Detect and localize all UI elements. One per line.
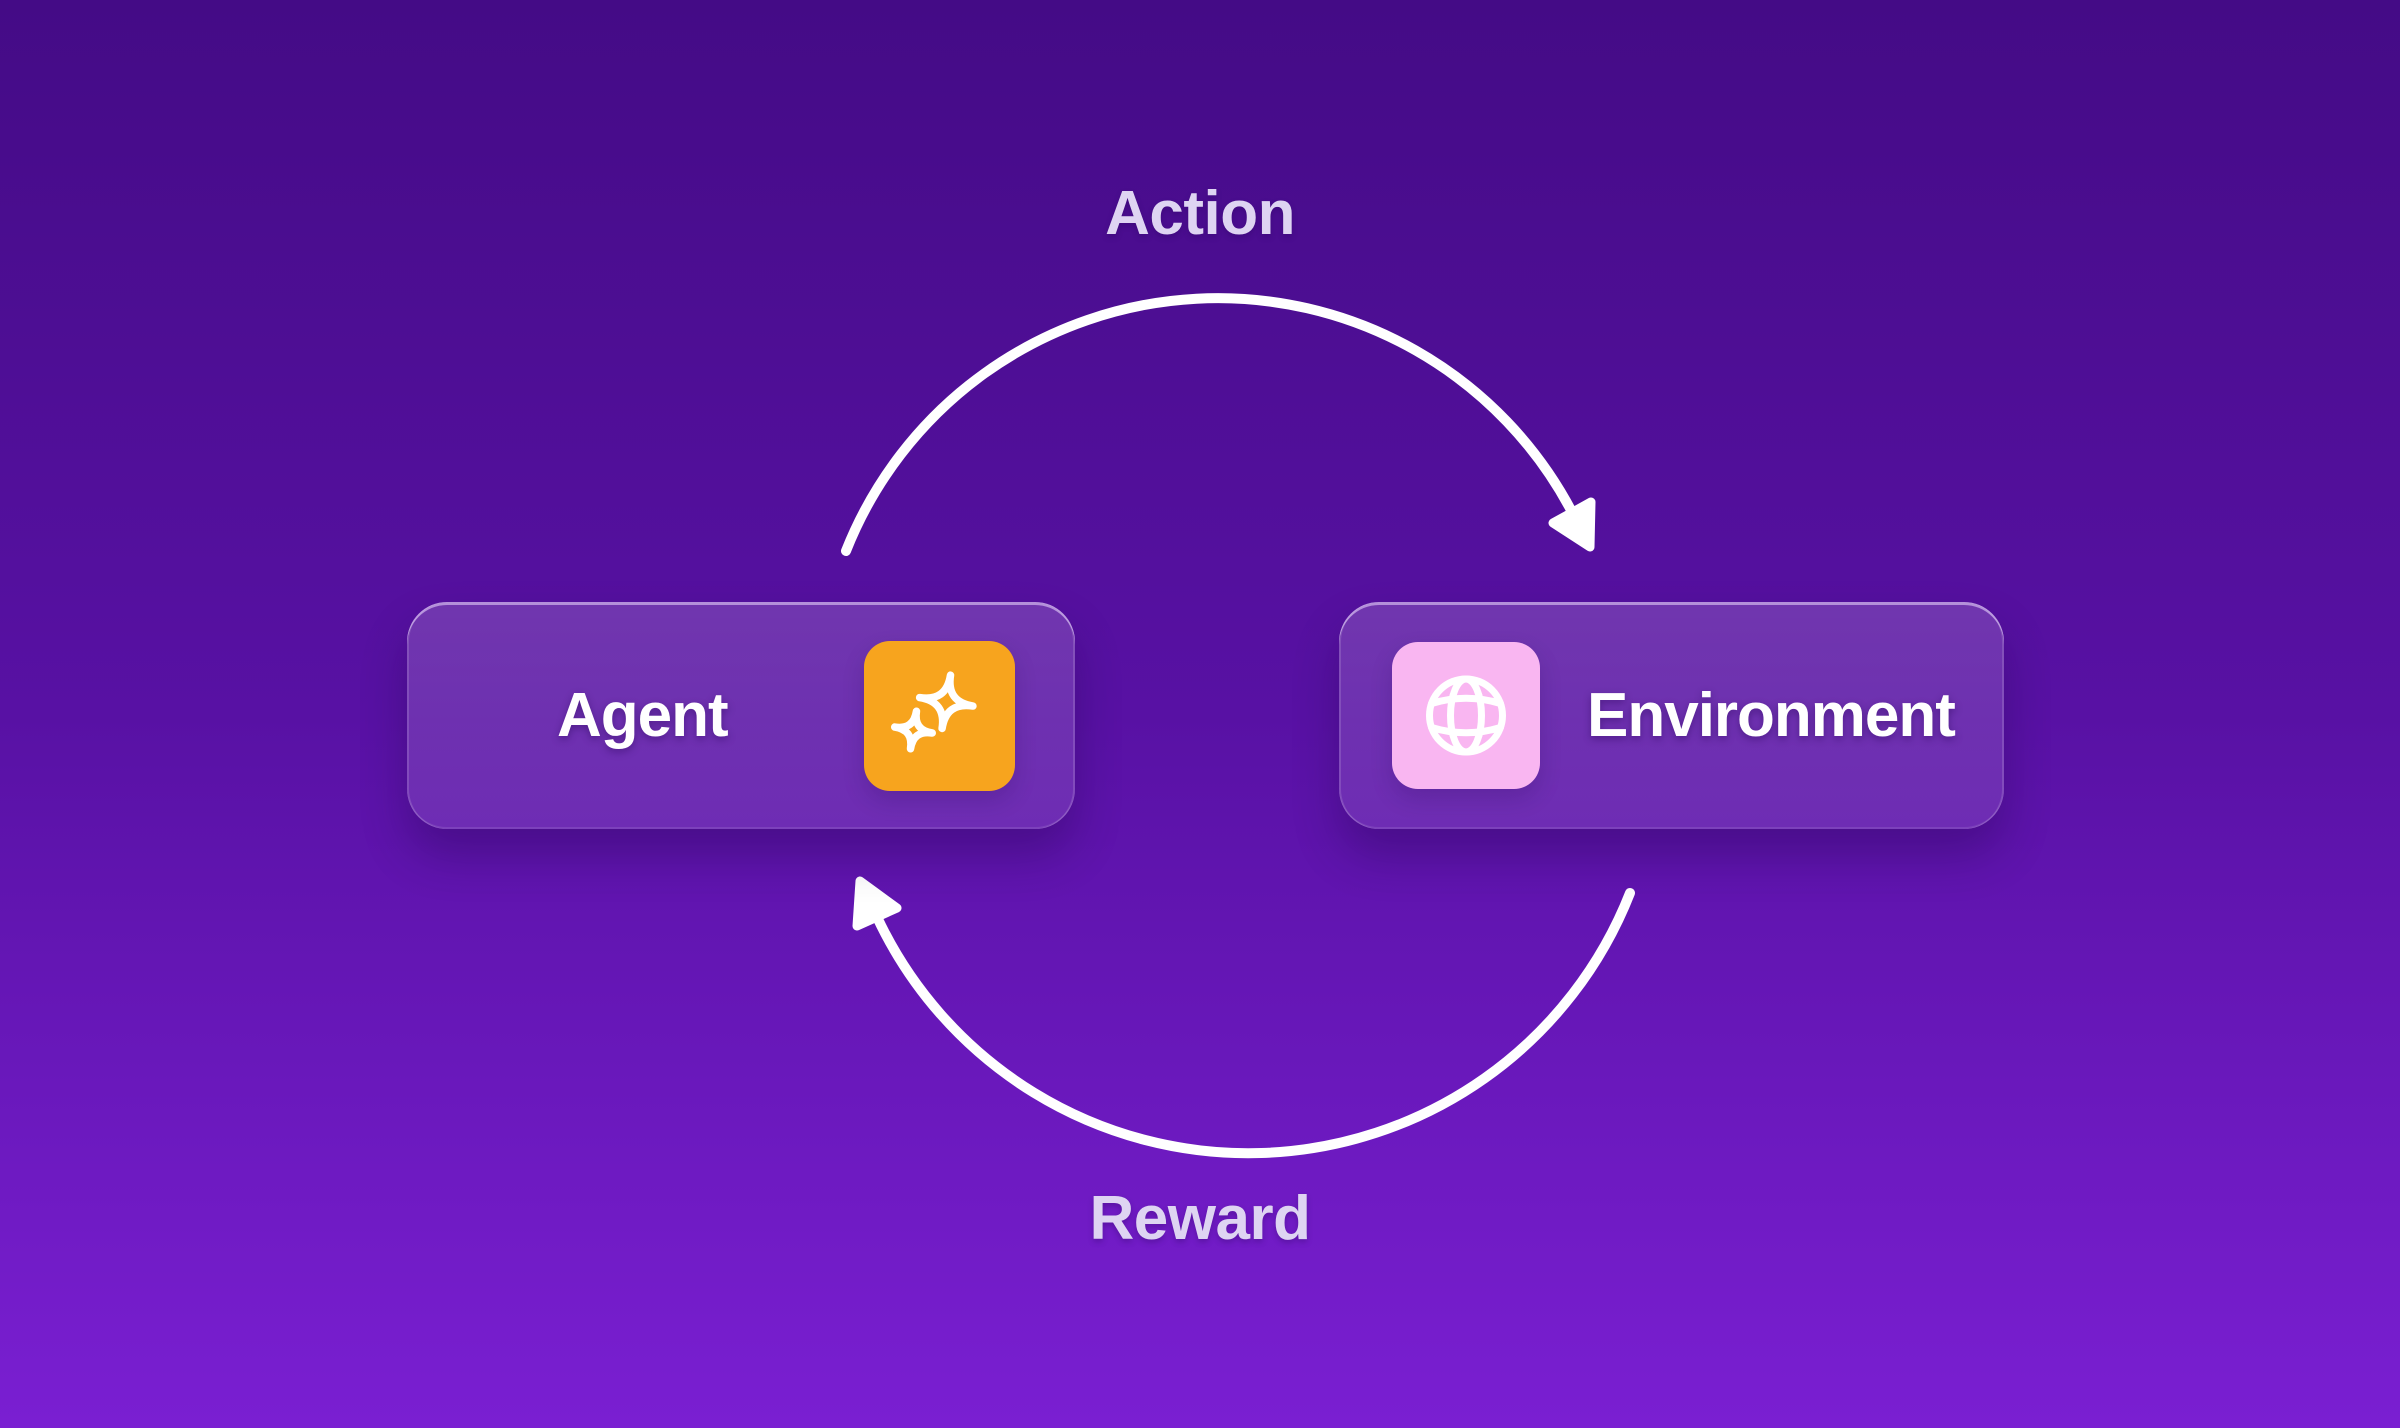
reward-arc bbox=[872, 888, 1635, 1159]
environment-label: Environment bbox=[1587, 681, 1956, 750]
agent-label: Agent bbox=[557, 681, 729, 750]
environment-node: Environment bbox=[1339, 602, 2004, 829]
reward-arrowhead-icon bbox=[852, 876, 902, 931]
action-label: Action bbox=[1105, 179, 1295, 248]
sparkle-icon bbox=[864, 640, 1015, 791]
action-arrowhead-icon bbox=[1548, 497, 1596, 552]
reward-label: Reward bbox=[1089, 1184, 1311, 1253]
agent-node: Agent bbox=[407, 602, 1075, 829]
action-arc bbox=[841, 293, 1577, 556]
globe-icon bbox=[1392, 642, 1540, 789]
